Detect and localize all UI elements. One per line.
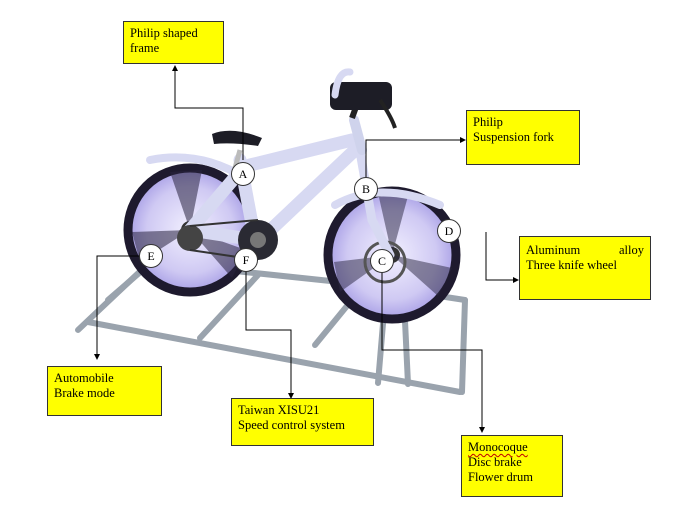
callout-fork-line-1: Philip (473, 115, 503, 129)
callout-frame: Philip shaped frame (123, 21, 224, 64)
marker-b: B (354, 177, 378, 201)
callout-fork: Philip Suspension fork (466, 110, 580, 165)
handlebar (331, 68, 354, 99)
callout-disc-line-2: Disc brake (468, 455, 522, 469)
marker-f: F (234, 248, 258, 272)
callout-wheel-line-1: Aluminum alloy (526, 243, 644, 258)
callout-speed-control: Taiwan XISU21 Speed control system (231, 398, 374, 446)
callout-wheel-line-2: Three knife wheel (526, 258, 617, 272)
head-tube (349, 115, 367, 155)
marker-c: C (370, 249, 394, 273)
marker-e: E (139, 244, 163, 268)
leader-c (381, 272, 485, 433)
rear-hub (177, 225, 203, 251)
callout-frame-line-2: frame (130, 41, 160, 55)
saddle (212, 130, 262, 146)
callout-wheel: Aluminum alloy Three knife wheel (519, 236, 651, 300)
console (330, 82, 392, 110)
leader-f (245, 270, 294, 399)
callout-speed-line-2: Speed control system (238, 418, 345, 432)
callout-disc-line-1: Monocoque (468, 440, 528, 454)
marker-d: D (437, 219, 461, 243)
callout-brake-mode: Automobile Brake mode (47, 366, 162, 416)
callout-disc-line-3: Flower drum (468, 470, 533, 484)
leader-a (172, 65, 244, 160)
leader-d (485, 232, 519, 283)
callout-fork-line-2: Suspension fork (473, 130, 554, 144)
callout-frame-line-1: Philip shaped (130, 26, 198, 40)
callout-wheel-word-1: Aluminum (526, 243, 581, 257)
callout-brake-mode-line-1: Automobile (54, 371, 114, 385)
callout-disc-brake: Monocoque Disc brake Flower drum (461, 435, 563, 497)
marker-a: A (231, 162, 255, 186)
front-mudguard (331, 188, 444, 209)
callout-brake-mode-line-2: Brake mode (54, 386, 115, 400)
callout-wheel-word-2: alloy (619, 243, 644, 257)
leader-b (365, 137, 466, 178)
callout-speed-line-1: Taiwan XISU21 (238, 403, 320, 417)
